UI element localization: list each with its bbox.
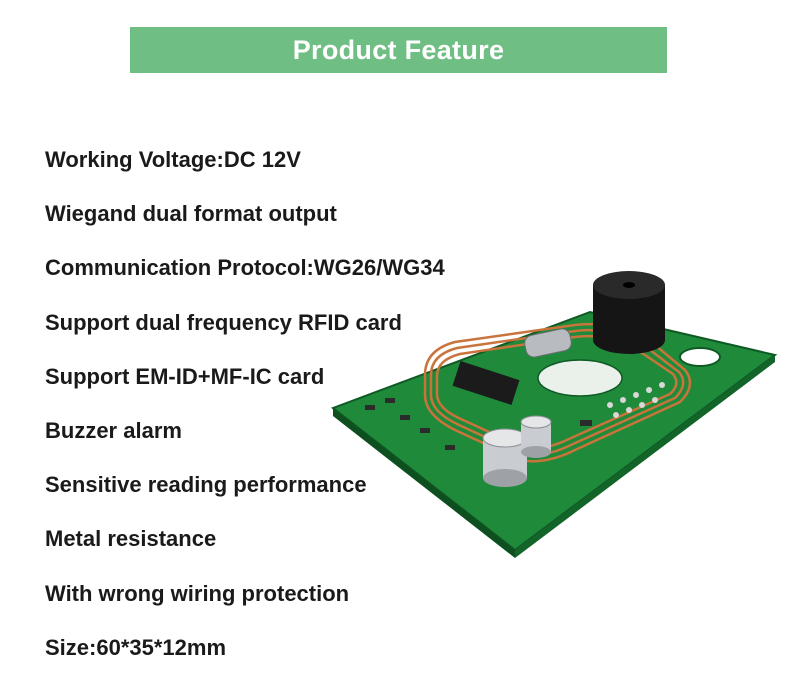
feature-item: Size:60*35*12mm xyxy=(45,634,227,660)
feature-item: Working Voltage:DC 12V xyxy=(45,147,301,172)
product-feature-banner: Product Feature xyxy=(130,27,667,73)
smd-components xyxy=(365,398,592,450)
feature-item: Sensitive reading performance xyxy=(45,472,367,498)
feature-item: Support dual frequency RFID card xyxy=(45,309,402,335)
coil-window xyxy=(537,359,623,397)
feature-item: Communication Protocol:WG26/WG34 xyxy=(45,255,445,281)
rfid-module-image xyxy=(330,271,778,558)
feature-item: Buzzer alarm xyxy=(45,417,182,443)
crystal xyxy=(524,328,572,358)
feature-item: Metal resistance xyxy=(45,526,217,552)
capacitor-small xyxy=(520,415,552,458)
feature-list: Working Voltage:DC 12V Wiegand dual form… xyxy=(45,142,465,684)
coil-antenna xyxy=(423,322,692,463)
pin-pads xyxy=(607,382,665,418)
mounting-hole xyxy=(679,347,721,367)
feature-item: With wrong wiring protection xyxy=(45,580,350,606)
ic-chip xyxy=(452,361,520,405)
feature-item: Support EM-ID+MF-IC card xyxy=(45,363,325,389)
capacitor-large xyxy=(482,428,528,487)
feature-item: Wiegand dual format output xyxy=(45,201,337,227)
banner-title: Product Feature xyxy=(292,34,505,65)
buzzer xyxy=(593,271,665,354)
